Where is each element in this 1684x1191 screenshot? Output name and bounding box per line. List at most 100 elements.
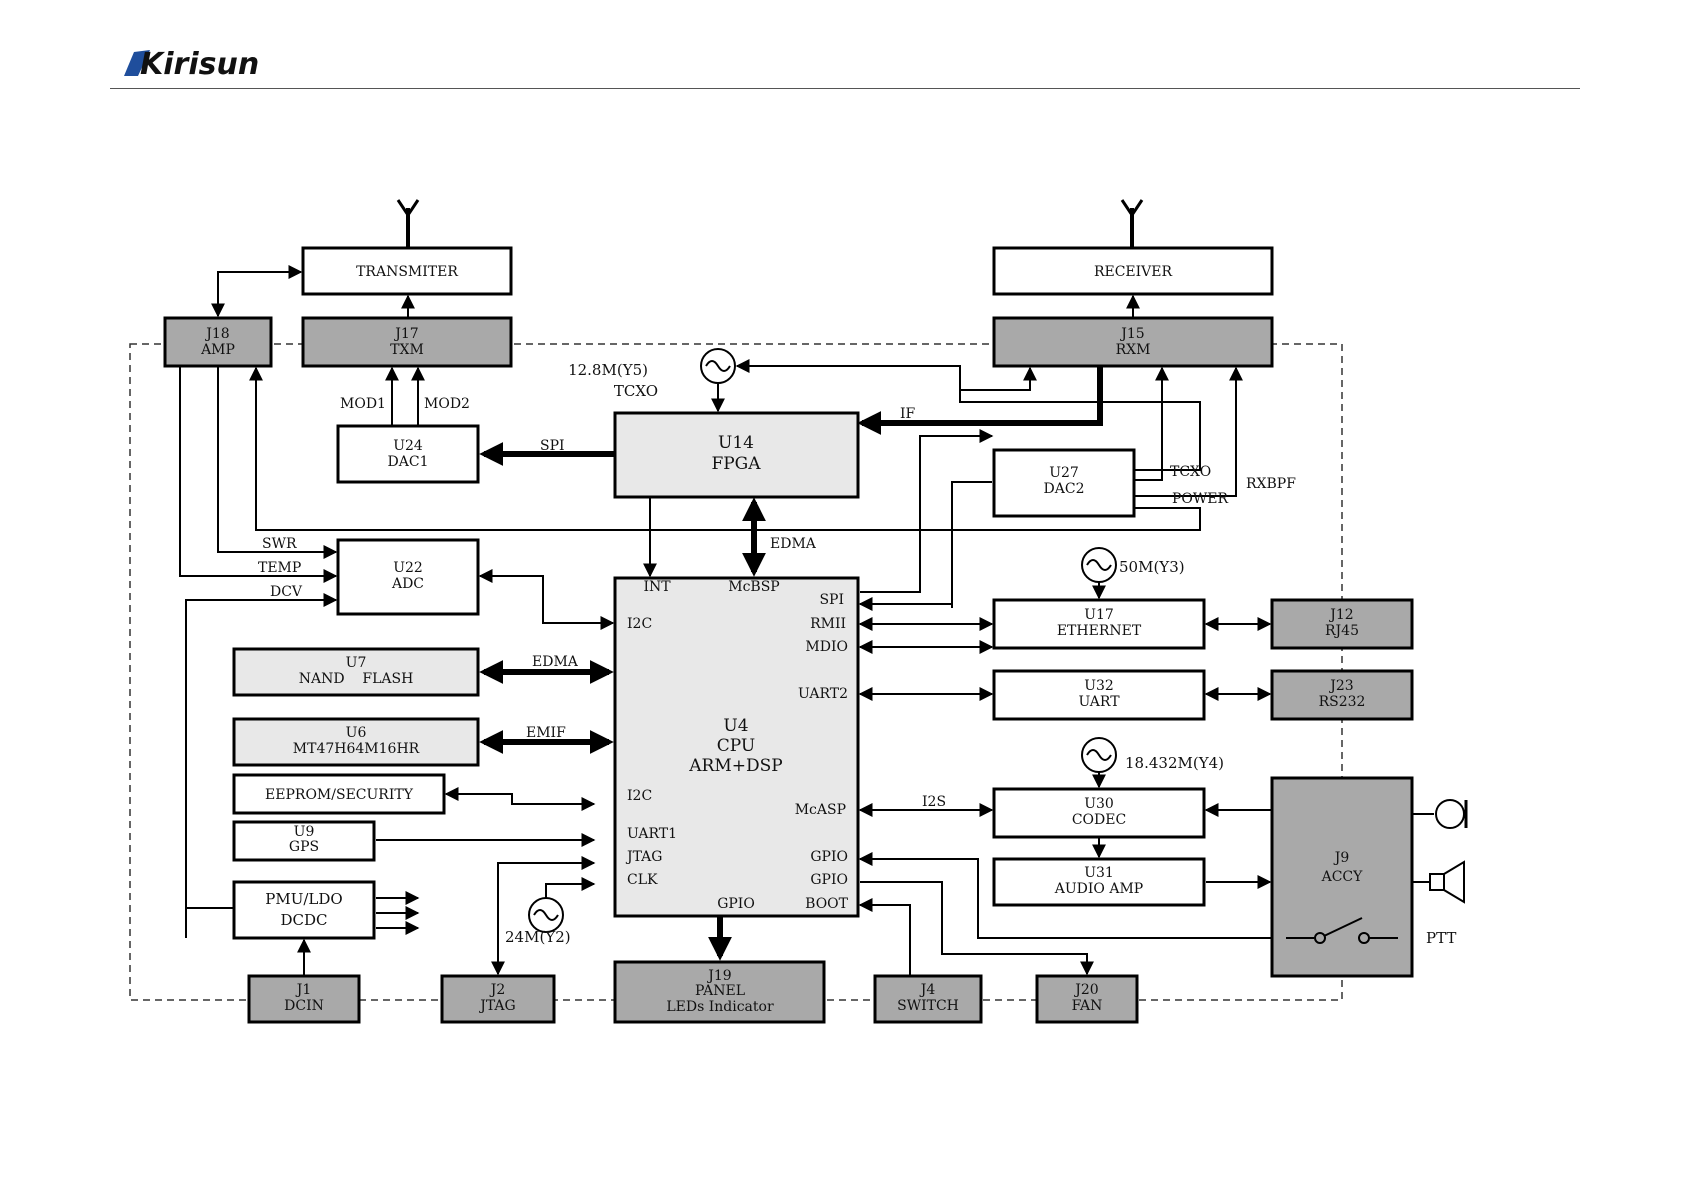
u4-id: U4 — [723, 716, 748, 736]
j18-name: AMP — [200, 342, 235, 358]
j17-id: J17 — [393, 326, 418, 342]
edma-fpga-label: EDMA — [770, 536, 817, 552]
j19-name: PANEL — [695, 983, 745, 999]
tx-antenna-icon — [396, 199, 420, 248]
j12-name: RJ45 — [1325, 623, 1359, 639]
u7-id: U7 — [346, 655, 367, 671]
rx-antenna-icon — [1120, 199, 1144, 248]
j2-name: JTAG — [478, 998, 515, 1014]
j9-accy-block: J9 ACCY — [1270, 776, 1414, 978]
u32-id: U32 — [1084, 678, 1114, 694]
osc-y4-label: 18.432M(Y4) — [1125, 754, 1224, 772]
j12-rj45-block: J12 RJ45 — [1270, 598, 1414, 650]
logo-graphic: Kirisun — [124, 47, 259, 82]
u14-id: U14 — [718, 433, 754, 453]
j23-id: J23 — [1328, 678, 1353, 694]
logo-text: Kirisun — [140, 47, 259, 82]
u22-name: ADC — [391, 576, 424, 592]
oscillator-y3-icon — [1081, 547, 1117, 583]
j2-id: J2 — [489, 982, 506, 998]
u6-name: MT47H64M16HR — [293, 741, 420, 757]
j15-id: J15 — [1119, 326, 1144, 342]
spi-fpga-label: SPI — [540, 438, 565, 454]
u27-dac2-block: U27 DAC2 — [992, 448, 1136, 518]
j1-name: DCIN — [284, 998, 324, 1014]
u30-codec-block: U30 CODEC — [992, 787, 1206, 839]
u17-ethernet-block: U17 ETHERNET — [992, 598, 1206, 650]
u9-name: GPS — [289, 839, 319, 855]
pin-gpio-bottom: GPIO — [717, 896, 755, 912]
header-rule — [110, 88, 1580, 89]
pin-mcbsp: McBSP — [728, 579, 779, 595]
u6-id: U6 — [346, 725, 367, 741]
j4-name: SWITCH — [897, 998, 959, 1014]
u14-fpga-block: U14 FPGA — [613, 411, 860, 499]
j20-name: FAN — [1072, 998, 1103, 1014]
logo-swoosh-icon — [124, 50, 150, 76]
osc-y3-label: 50M(Y3) — [1119, 558, 1185, 576]
j18-amp-block: J18 AMP — [163, 316, 273, 368]
swr-label: SWR — [262, 536, 297, 552]
osc-y2-label: 24M(Y2) — [505, 928, 571, 946]
u31-id: U31 — [1084, 865, 1114, 881]
j19-desc: LEDs Indicator — [666, 999, 774, 1015]
u24-dac1-block: U24 DAC1 — [336, 424, 480, 484]
pin-jtag: JTAG — [625, 849, 662, 865]
u4-cpu-block: U4 CPU ARM+DSP INT McBSP SPI I2C RMII MD… — [613, 576, 860, 918]
pin-mdio: MDIO — [805, 639, 848, 655]
connections — [179, 265, 1434, 976]
kirisun-logo: Kirisun — [120, 40, 270, 89]
rxbpf-label: RXBPF — [1246, 476, 1296, 492]
oscillator-y5-icon — [700, 348, 736, 384]
oscillator-y4-icon — [1081, 737, 1117, 773]
u14-name: FPGA — [711, 454, 761, 474]
u17-id: U17 — [1084, 607, 1114, 623]
j2-jtag-block: J2 JTAG — [440, 974, 556, 1024]
j19-panel-block: J19 PANEL LEDs Indicator — [613, 960, 826, 1024]
pmu-ldo-block: PMU/LDO DCDC — [232, 880, 376, 940]
ptt-switch-icon — [1286, 917, 1398, 944]
j18-id: J18 — [204, 326, 229, 342]
pin-spi: SPI — [819, 592, 844, 608]
u27-name: DAC2 — [1044, 481, 1085, 497]
u22-id: U22 — [393, 560, 423, 576]
if-label: IF — [900, 406, 916, 422]
u27-id: U27 — [1049, 465, 1079, 481]
pin-uart1: UART1 — [627, 826, 677, 842]
pin-mcasp: McASP — [795, 802, 846, 818]
j20-fan-block: J20 FAN — [1035, 974, 1139, 1024]
tcxo-label: TCXO — [1170, 464, 1211, 480]
pmu-name: PMU/LDO — [265, 890, 342, 908]
j19-id: J19 — [706, 968, 731, 984]
j23-rs232-block: J23 RS232 — [1270, 669, 1414, 721]
pin-rmii: RMII — [810, 616, 846, 632]
pin-gpio-r2: GPIO — [810, 872, 848, 888]
u7-name: NAND FLASH — [299, 671, 414, 687]
speaker-icon — [1429, 860, 1465, 904]
edma-nand-label: EDMA — [532, 654, 579, 670]
oscillator-y2-icon — [528, 897, 564, 933]
j12-id: J12 — [1328, 607, 1353, 623]
mod2-label: MOD2 — [424, 396, 470, 412]
transmitter-block: TRANSMITER — [301, 246, 513, 296]
j15-name: RXM — [1116, 342, 1151, 358]
eeprom-block: EEPROM/SECURITY — [232, 773, 446, 815]
power-label: POWER — [1172, 491, 1229, 507]
u24-id: U24 — [393, 438, 423, 454]
u32-name: UART — [1078, 694, 1120, 710]
u24-name: DAC1 — [388, 454, 429, 470]
u32-uart-block: U32 UART — [992, 669, 1206, 721]
receiver-block: RECEIVER — [992, 246, 1274, 296]
tcxo-y5-freq: 12.8M(Y5) — [568, 361, 648, 379]
pin-boot: BOOT — [805, 896, 849, 912]
j15-rxm-block: J15 RXM — [992, 316, 1274, 368]
j4-id: J4 — [919, 982, 936, 998]
pin-int: INT — [643, 579, 671, 595]
pin-gpio-r1: GPIO — [810, 849, 848, 865]
ptt-label: PTT — [1426, 929, 1456, 947]
j17-name: TXM — [390, 342, 424, 358]
pmu-desc: DCDC — [280, 911, 327, 929]
u17-name: ETHERNET — [1057, 623, 1142, 639]
